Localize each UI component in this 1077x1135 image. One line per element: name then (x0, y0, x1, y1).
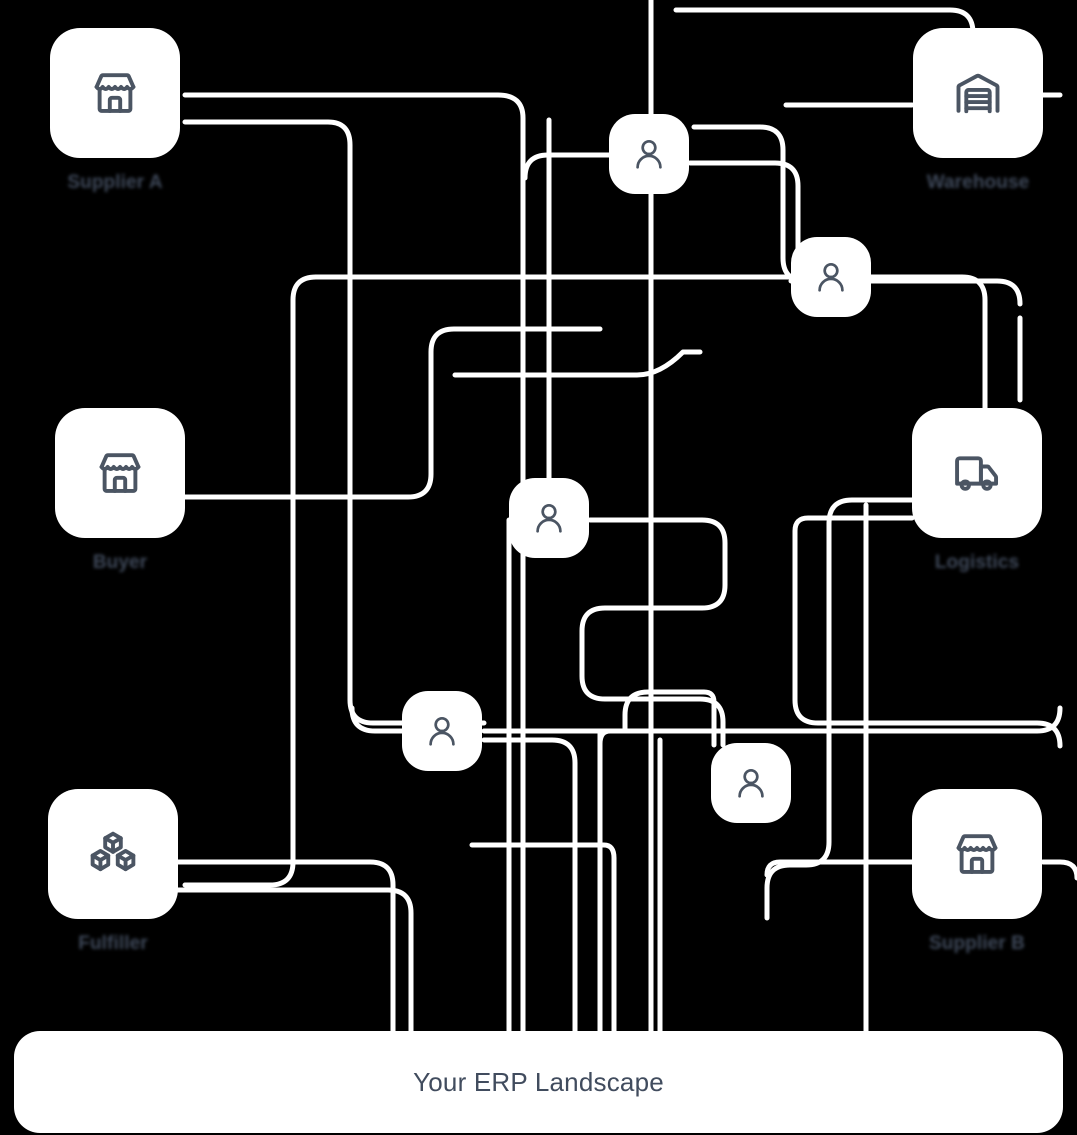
person-icon (738, 768, 764, 798)
person-icon (536, 503, 562, 533)
person-icon (818, 262, 844, 292)
trace (290, 274, 319, 303)
person-icon (636, 139, 662, 169)
avatar-person-4[interactable] (402, 691, 482, 771)
diagram-title: Your ERP Landscape (413, 1066, 664, 1097)
truck-icon (955, 456, 999, 491)
trace (1040, 859, 1077, 881)
store-icon (99, 453, 141, 493)
trace (175, 859, 396, 1034)
node-warehouse[interactable]: Warehouse (913, 28, 1043, 194)
trace (175, 887, 414, 1034)
trace (481, 737, 578, 1034)
store-icon (956, 834, 998, 874)
node-card[interactable] (48, 789, 178, 919)
node-buyer[interactable]: Buyer (55, 408, 185, 574)
node-supplier-a[interactable]: Supplier A (50, 28, 180, 194)
trace (522, 152, 613, 181)
avatar-person-5[interactable] (711, 743, 791, 823)
node-logistics[interactable]: Logistics (912, 408, 1042, 574)
node-card[interactable] (55, 408, 185, 538)
trace (866, 274, 988, 423)
node-label: Supplier B (928, 933, 1025, 954)
node-supplier-b[interactable]: Supplier B (912, 789, 1042, 955)
node-card[interactable] (912, 408, 1042, 538)
node-card[interactable] (50, 28, 180, 158)
trace (687, 160, 801, 258)
trace (579, 517, 728, 748)
node-label: Fulfiller (78, 933, 148, 954)
store-icon (94, 73, 136, 113)
trace (182, 326, 603, 500)
node-label: Logistics (934, 552, 1020, 573)
node-card[interactable] (912, 789, 1042, 919)
trace (452, 349, 703, 378)
trace (182, 297, 296, 888)
node-label: Buyer (92, 552, 148, 573)
trace (469, 842, 617, 1034)
warehouse-icon (956, 73, 1000, 114)
node-label: Warehouse (926, 172, 1030, 193)
avatar-person-1[interactable] (609, 114, 689, 194)
node-card[interactable] (913, 28, 1043, 158)
trace (481, 705, 1063, 734)
trace (349, 705, 405, 734)
trace (691, 124, 809, 284)
trace (622, 689, 717, 748)
avatar-person-2[interactable] (791, 237, 871, 317)
node-fulfiller[interactable]: Fulfiller (48, 789, 178, 955)
trace (597, 728, 631, 747)
trace (182, 119, 487, 726)
person-icon (429, 716, 455, 746)
node-label: Supplier A (67, 172, 163, 193)
trace (764, 859, 915, 878)
caption-panel: Your ERP Landscape (14, 1031, 1063, 1133)
boxes-icon (90, 831, 136, 872)
trace (764, 497, 915, 921)
trace (182, 92, 526, 1034)
avatar-person-3[interactable] (509, 478, 589, 558)
